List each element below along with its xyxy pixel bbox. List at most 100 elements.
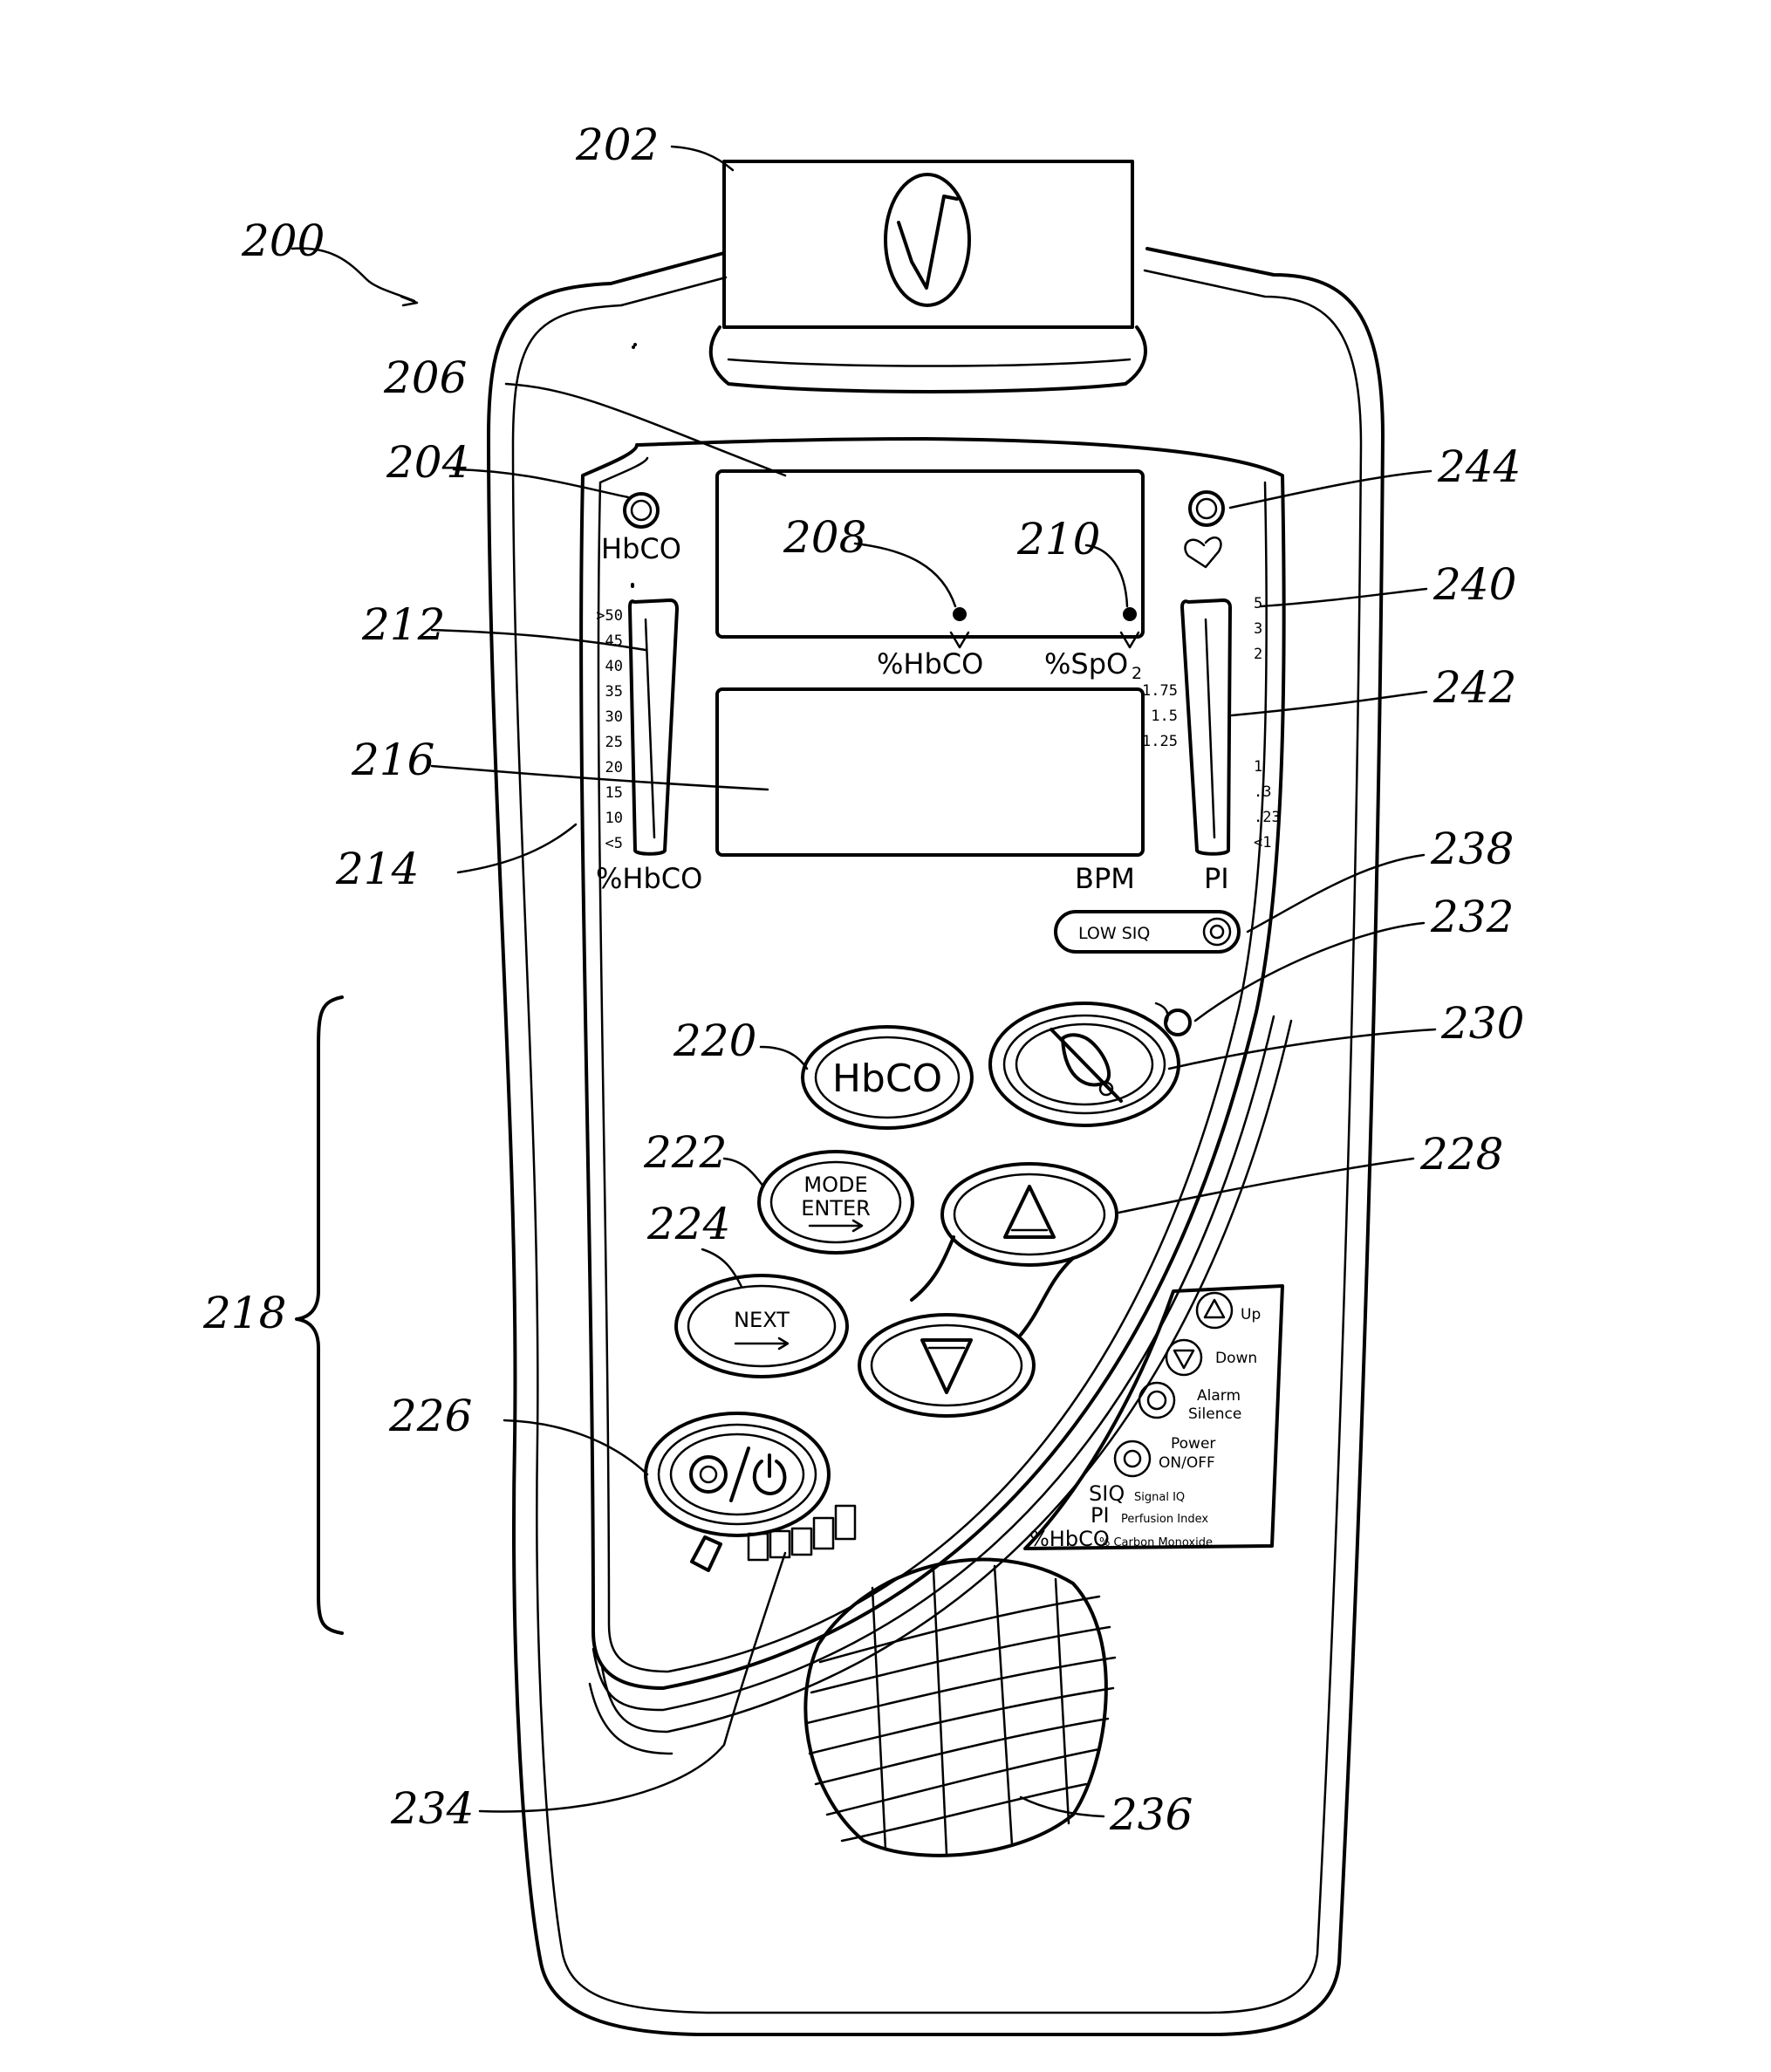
- power-button[interactable]: [646, 1413, 829, 1535]
- legend-pi-desc: Perfusion Index: [1121, 1513, 1208, 1526]
- low-siq-label: LOW SIQ: [1078, 924, 1150, 943]
- pi-tick-top-0: 5: [1254, 595, 1262, 612]
- ref-232: 232: [1430, 892, 1514, 942]
- low-siq-indicator: LOW SIQ: [1056, 912, 1239, 952]
- ref-238: 238: [1430, 824, 1514, 874]
- hbco-tick-1: 45: [605, 633, 623, 650]
- bpm-label: BPM: [1075, 862, 1135, 895]
- ref-234: 234: [390, 1783, 474, 1834]
- ref-244: 244: [1437, 441, 1521, 492]
- legend-up-icon: [1197, 1293, 1232, 1328]
- next-arrow-icon: [735, 1338, 788, 1349]
- hbco-tick-8: 10: [605, 810, 623, 827]
- pulse-indicator-led: [1190, 492, 1223, 525]
- ref-208: 208: [783, 512, 866, 563]
- pi-tick-bottom-3: <1: [1254, 834, 1271, 851]
- legend-pi: PI: [1091, 1503, 1110, 1528]
- rocker-link-left: [912, 1237, 954, 1300]
- hbco-tick-4: 30: [605, 708, 623, 726]
- connector-logo-icon: [886, 174, 969, 305]
- bracket-218: [297, 997, 342, 1633]
- legend-down: Down: [1215, 1350, 1257, 1367]
- pulse-rate-display: [717, 689, 1143, 855]
- ref-214: 214: [335, 844, 419, 894]
- ref-200: 200: [241, 215, 325, 266]
- pi-bar-inner: [1206, 619, 1214, 838]
- hbco-tick-9: <5: [605, 835, 623, 852]
- legend-up: Up: [1241, 1306, 1261, 1323]
- hbco-button[interactable]: HbCO: [803, 1027, 972, 1128]
- hbco-button-label: HbCO: [832, 1057, 942, 1101]
- ref-222: 222: [643, 1127, 727, 1178]
- battery-indicator: [749, 1506, 855, 1560]
- hbco-display-label: %HbCO: [877, 647, 983, 680]
- triangle-down-icon: [922, 1340, 971, 1392]
- legend-power: Power: [1171, 1435, 1215, 1453]
- hbco-tick-5: 25: [605, 734, 623, 751]
- hbco-mode-indicator: [951, 607, 968, 647]
- hbco-led-label: HbCO: [601, 532, 681, 565]
- hbco-tick-6: 20: [605, 759, 623, 776]
- pi-tick-bottom-2: .23: [1254, 809, 1281, 826]
- alarm-silence-button[interactable]: [990, 1003, 1179, 1125]
- ref-216: 216: [351, 735, 434, 785]
- spo2-subscript: 2: [1132, 664, 1142, 683]
- enter-label: ENTER: [801, 1196, 871, 1221]
- standby-icon: [691, 1457, 726, 1492]
- ref-210: 210: [1016, 514, 1100, 564]
- ref-242: 242: [1433, 662, 1516, 713]
- legend-down-icon: [1166, 1340, 1201, 1375]
- next-button[interactable]: NEXT: [676, 1275, 847, 1377]
- legend-siq-desc: Signal IQ: [1134, 1491, 1185, 1504]
- pi-tick-mid-0: 1.75: [1142, 682, 1178, 700]
- hbco-indicator-led: [625, 494, 658, 527]
- arrow-right-icon: [810, 1221, 862, 1231]
- ref-230: 230: [1440, 998, 1524, 1049]
- ref-202: 202: [575, 120, 659, 170]
- legend-hbco: %HbCO: [1029, 1527, 1110, 1551]
- ref-236: 236: [1109, 1789, 1193, 1840]
- power-icon: [755, 1455, 785, 1494]
- sensor-connector[interactable]: [711, 161, 1145, 392]
- up-button[interactable]: [942, 1164, 1117, 1265]
- mode-enter-button[interactable]: MODE ENTER: [759, 1152, 913, 1253]
- triangle-up-icon: [1005, 1186, 1054, 1237]
- hbco-tick-0: >50: [596, 607, 623, 625]
- ref-224: 224: [646, 1199, 730, 1249]
- rocker-link-right: [1021, 1258, 1073, 1335]
- ref-240: 240: [1433, 559, 1516, 610]
- pi-bar-label: PI: [1204, 862, 1229, 895]
- hbco-bar-inner: [646, 619, 654, 838]
- ref-228: 228: [1419, 1129, 1503, 1180]
- pi-tick-top-1: 3: [1254, 620, 1262, 638]
- legend-silence: Silence: [1188, 1405, 1241, 1423]
- hbco-tick-2: 40: [605, 658, 623, 675]
- device-housing: [489, 249, 1383, 2034]
- legend-panel: Up Down Alarm Silence Power ON/OFF SIQ S…: [1025, 1286, 1282, 1551]
- ref-204: 204: [386, 437, 469, 488]
- heart-icon: [1185, 537, 1221, 567]
- battery-icon: [692, 1537, 721, 1570]
- pi-tick-bottom-1: .3: [1254, 783, 1271, 801]
- pi-tick-bottom-0: 1: [1254, 758, 1262, 776]
- pi-tick-top-2: 2: [1254, 646, 1262, 663]
- spo2-display-label: %SpO: [1044, 647, 1128, 680]
- hbco-tick-3: 35: [605, 683, 623, 701]
- hbco-bar-label: %HbCO: [596, 862, 702, 895]
- next-button-label: NEXT: [734, 1308, 790, 1332]
- ref-212: 212: [361, 599, 445, 650]
- spo2-mode-indicator: [1121, 607, 1138, 647]
- legend-onoff: ON/OFF: [1159, 1454, 1215, 1472]
- pi-tick-mid-1: 1.5: [1151, 708, 1178, 725]
- legend-siq: SIQ: [1089, 1481, 1125, 1506]
- ref-226: 226: [388, 1391, 472, 1441]
- legend-alarm: Alarm: [1197, 1387, 1241, 1405]
- pi-tick-mid-2: 1.25: [1142, 733, 1178, 750]
- bell-icon: [1051, 1029, 1121, 1101]
- ref-220: 220: [673, 1015, 756, 1066]
- down-button[interactable]: [859, 1315, 1034, 1416]
- ref-206: 206: [383, 352, 467, 403]
- power-slash: [731, 1448, 749, 1501]
- mode-label: MODE: [803, 1173, 867, 1197]
